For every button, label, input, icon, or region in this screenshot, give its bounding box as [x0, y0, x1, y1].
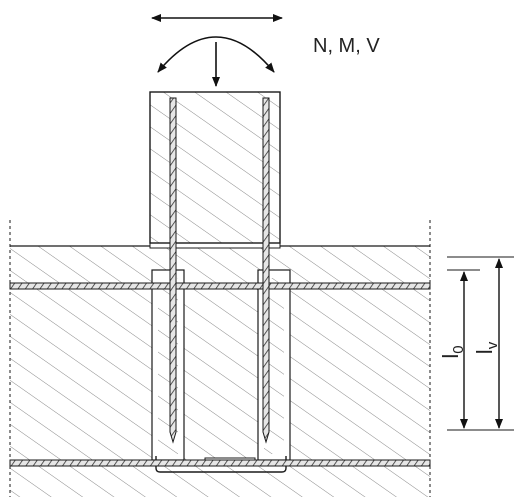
- top-horizontal-rebar: [9, 282, 431, 290]
- loads-label: N, M, V: [313, 35, 380, 57]
- dimension-lines: [447, 256, 514, 431]
- bottom-horizontal-rebar: [9, 459, 431, 467]
- left-starter-bar: [169, 97, 177, 444]
- starter-bars: [169, 97, 270, 444]
- lv-label-main: l: [472, 349, 497, 354]
- right-starter-bar: [262, 97, 270, 444]
- base-slab: [9, 220, 431, 497]
- l0-label-sub: 0: [450, 345, 467, 353]
- svg-text:l0: l0: [438, 345, 467, 358]
- l0-label-main: l: [438, 354, 463, 359]
- slab-reinforcement: [9, 282, 431, 467]
- load-arrows: [151, 14, 283, 87]
- svg-text:lv: lv: [472, 341, 501, 354]
- moment-arc-arrow: [157, 36, 275, 73]
- u-bar: [155, 456, 287, 473]
- lv-label: lv: [472, 341, 501, 354]
- lv-label-sub: v: [484, 341, 501, 349]
- l0-label: l0: [438, 345, 467, 358]
